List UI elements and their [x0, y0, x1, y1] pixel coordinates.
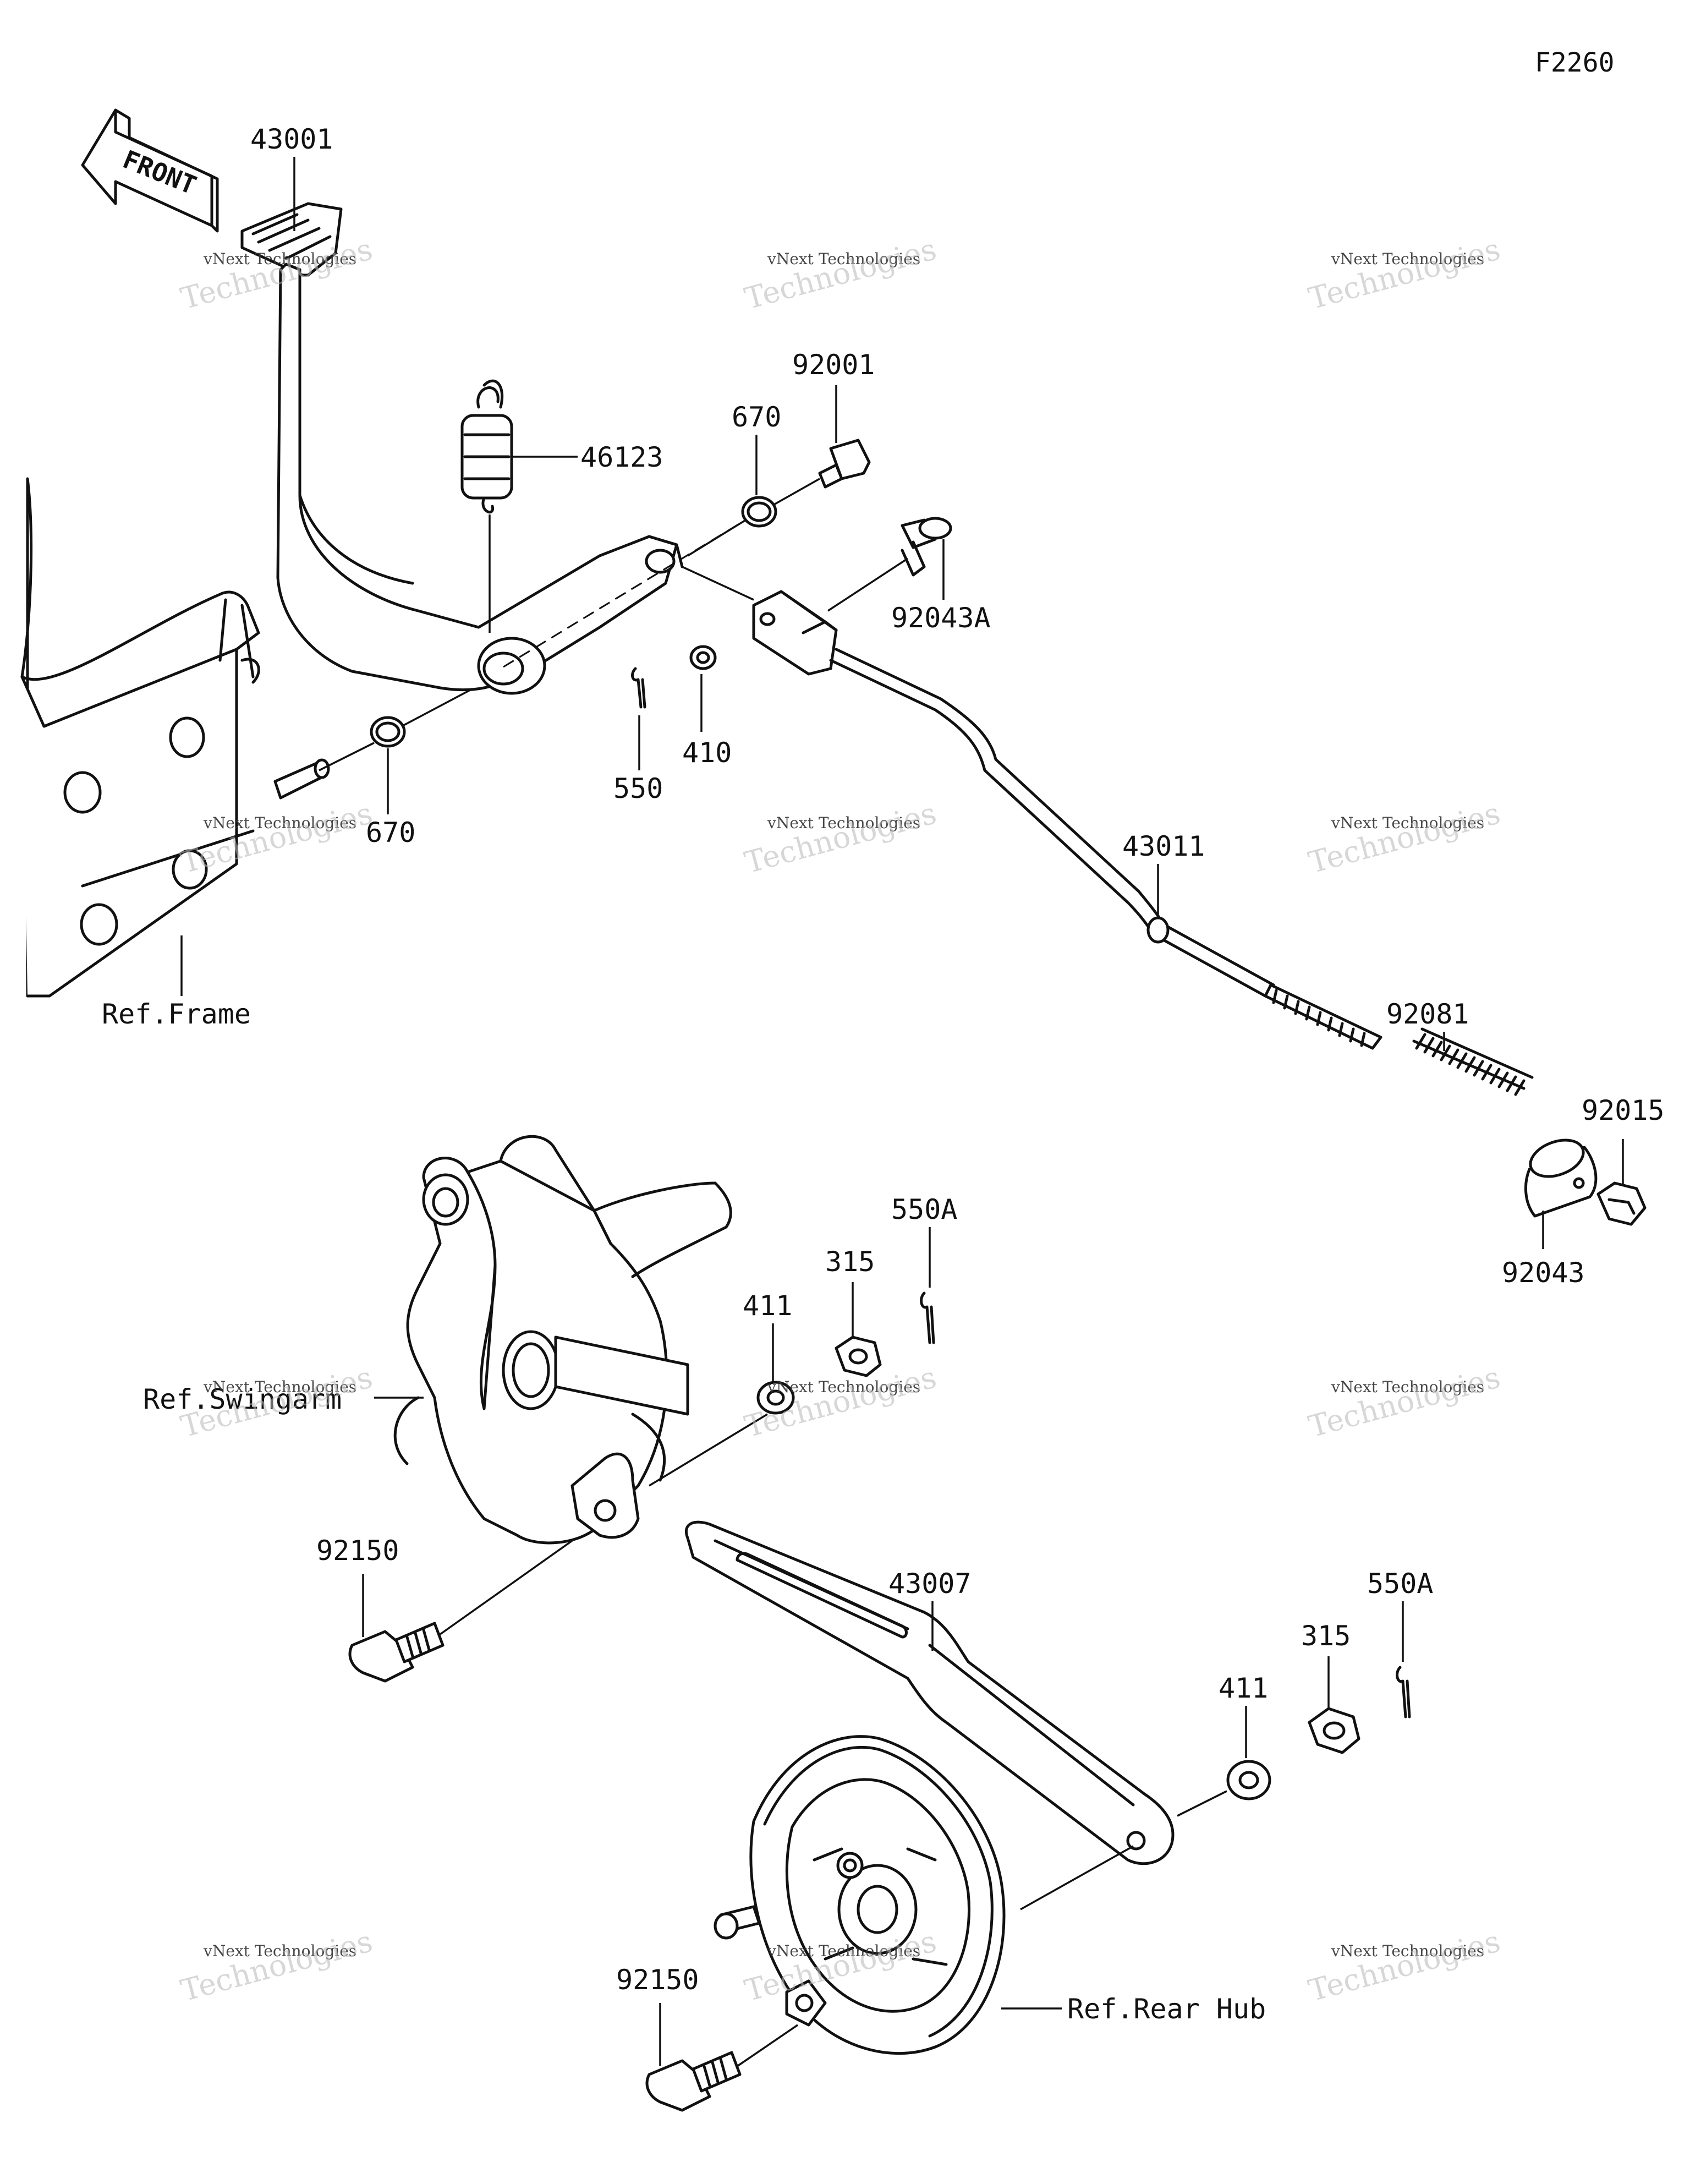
part-411-bottom: 411: [1219, 1672, 1268, 1704]
clevis-pin-92043A: [901, 517, 952, 577]
svg-text:vNext Technologies: vNext Technologies: [1331, 1378, 1484, 1396]
part-550A-top: 550A: [891, 1194, 957, 1225]
svg-text:Technologies: Technologies: [741, 796, 940, 880]
ref-rear-hub-label: Ref.Rear Hub: [1067, 1993, 1266, 2025]
svg-text:Technologies: Technologies: [741, 232, 940, 316]
washer-411-top: [756, 1381, 795, 1415]
part-92015: 92015: [1582, 1094, 1665, 1126]
svg-text:vNext Technologies: vNext Technologies: [203, 250, 356, 268]
ref-frame-label: Ref.Frame: [102, 998, 251, 1030]
front-arrow-icon: FRONT: [81, 108, 219, 233]
bolt-92001: [818, 439, 871, 489]
nut-92015: [1596, 1181, 1647, 1226]
part-43011: 43011: [1122, 830, 1205, 862]
watermark-tile-10: vNext Technologies Technologies: [177, 1924, 376, 2008]
part-92150-top: 92150: [316, 1535, 399, 1567]
watermark-tile-6: vNext Technologies Technologies: [1305, 796, 1504, 880]
joint-92043: [1524, 1138, 1598, 1218]
part-315-top: 315: [825, 1246, 875, 1278]
part-92150-bottom: 92150: [616, 1964, 699, 1996]
ref-swingarm-label: Ref.Swingarm: [143, 1383, 342, 1415]
nut-315-bottom: [1308, 1707, 1360, 1754]
swingarm-illustration: [393, 1135, 732, 1545]
part-550A-bottom: 550A: [1367, 1568, 1433, 1600]
svg-text:vNext Technologies: vNext Technologies: [203, 1378, 356, 1396]
washer-411-bottom: [1226, 1760, 1271, 1800]
watermark-tile-2: vNext Technologies Technologies: [741, 232, 940, 316]
bolt-92150-top: [348, 1622, 445, 1683]
part-92081: 92081: [1386, 998, 1469, 1030]
part-411-top: 411: [743, 1290, 792, 1322]
watermark-tile-5: vNext Technologies Technologies: [741, 796, 940, 880]
torque-link: [685, 1520, 1175, 1865]
svg-text:vNext Technologies: vNext Technologies: [767, 250, 920, 268]
svg-text:vNext Technologies: vNext Technologies: [1331, 250, 1484, 268]
watermark-tile-9: vNext Technologies Technologies: [1305, 1360, 1504, 1444]
svg-text:vNext Technologies: vNext Technologies: [767, 1378, 920, 1396]
svg-text:Technologies: Technologies: [1305, 1360, 1504, 1444]
svg-text:vNext Technologies: vNext Technologies: [767, 814, 920, 832]
brake-rod-clevis: [752, 590, 838, 676]
svg-text:Technologies: Technologies: [1305, 1924, 1504, 2008]
svg-text:Technologies: Technologies: [177, 1924, 376, 2008]
washer-410: [689, 645, 717, 670]
part-92043: 92043: [1502, 1257, 1585, 1289]
cotter-pin-550A-top: [920, 1291, 935, 1344]
part-46123: 46123: [580, 441, 663, 473]
pivot-shaft: [273, 758, 330, 800]
svg-text:vNext Technologies: vNext Technologies: [767, 1942, 920, 1960]
spring-92081: [1412, 1027, 1534, 1096]
brake-rod: [829, 648, 1382, 1050]
svg-text:Technologies: Technologies: [1305, 232, 1504, 316]
return-spring: [460, 379, 513, 514]
svg-text:vNext Technologies: vNext Technologies: [203, 814, 356, 832]
svg-text:vNext Technologies: vNext Technologies: [1331, 814, 1484, 832]
leader-shaft: [319, 742, 375, 771]
svg-text:Technologies: Technologies: [1305, 796, 1504, 880]
part-315-bottom: 315: [1301, 1620, 1351, 1652]
watermark-tile-12: vNext Technologies Technologies: [1305, 1924, 1504, 2008]
part-670-bottom: 670: [366, 817, 415, 849]
part-43001: 43001: [250, 123, 333, 155]
frame-illustration: [20, 477, 260, 998]
cotter-pin-550A-bottom: [1396, 1666, 1411, 1718]
part-410: 410: [682, 737, 732, 769]
part-43007: 43007: [888, 1568, 972, 1600]
figure-code: F2260: [1535, 47, 1615, 78]
cotter-pin-550: [631, 667, 646, 709]
part-92001: 92001: [792, 349, 875, 381]
svg-text:vNext Technologies: vNext Technologies: [1331, 1942, 1484, 1960]
rear-hub-illustration: [714, 1735, 1006, 2055]
svg-text:vNext Technologies: vNext Technologies: [203, 1942, 356, 1960]
nut-315-top: [835, 1335, 882, 1377]
part-92043A: 92043A: [891, 602, 991, 634]
part-550: 550: [613, 773, 663, 804]
watermark-tile-3: vNext Technologies Technologies: [1305, 232, 1504, 316]
part-670-top: 670: [732, 401, 781, 433]
bolt-92150-bottom: [645, 2051, 742, 2112]
